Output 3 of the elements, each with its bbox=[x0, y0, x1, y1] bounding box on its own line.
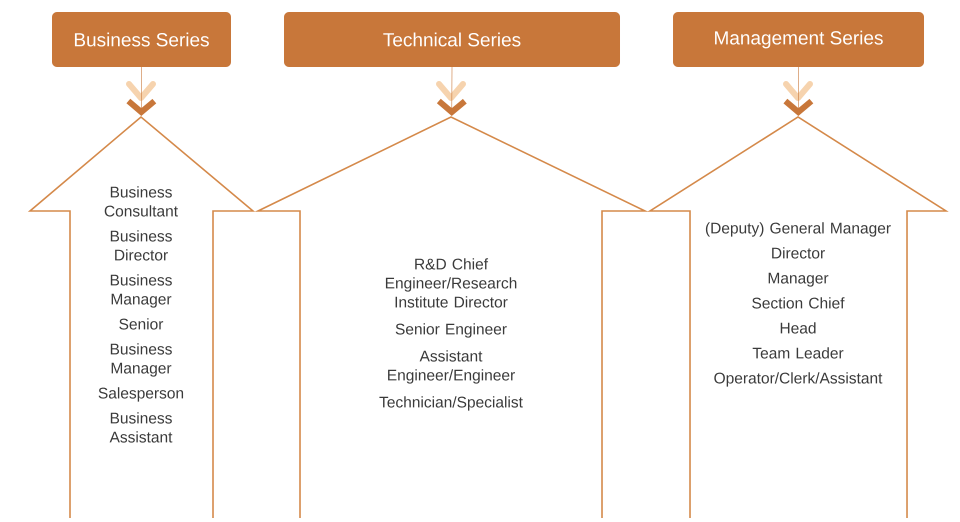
series-box: Technical Series bbox=[284, 12, 620, 67]
series-box: Business Series bbox=[52, 12, 231, 67]
series-box: Management Series bbox=[673, 12, 924, 67]
